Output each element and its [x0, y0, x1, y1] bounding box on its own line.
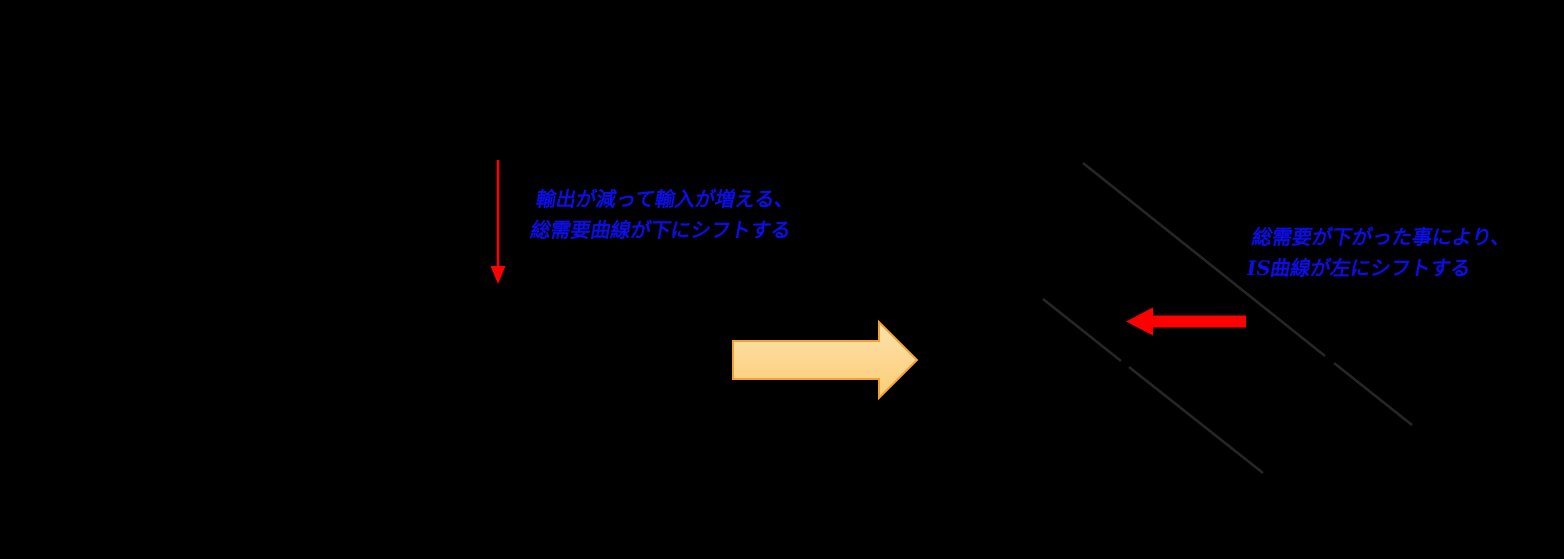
is-shift-note-line2: IS曲線が左にシフトする — [1244, 256, 1473, 280]
is-curve-shifted-lower-segment — [1128, 365, 1264, 475]
is-curve-original-lower-segment — [1333, 361, 1413, 427]
down-arrow-head — [490, 266, 506, 284]
ad-shift-note-line1: 輸出が減って輸入が増える、 — [534, 187, 797, 211]
ad-shift-note: 輸出が減って輸入が増える、 総需要曲線が下にシフトする — [528, 184, 799, 246]
is-curve-original-upper-segment — [1082, 161, 1326, 358]
transition-block-arrow-icon — [732, 319, 919, 401]
is-shift-left-arrow-icon — [1126, 307, 1246, 336]
is-shift-note: 総需要が下がった事により、 IS曲線が左にシフトする — [1244, 222, 1514, 284]
is-curve-original — [1082, 161, 1413, 427]
is-curve-shifted-upper-segment — [1042, 297, 1122, 363]
is-curve-shifted — [1042, 297, 1264, 475]
ad-shift-down-arrow — [490, 160, 506, 284]
ad-shift-note-line2: 総需要曲線が下にシフトする — [528, 218, 793, 242]
is-shift-note-line1: 総需要が下がった事により、 — [1250, 225, 1514, 249]
